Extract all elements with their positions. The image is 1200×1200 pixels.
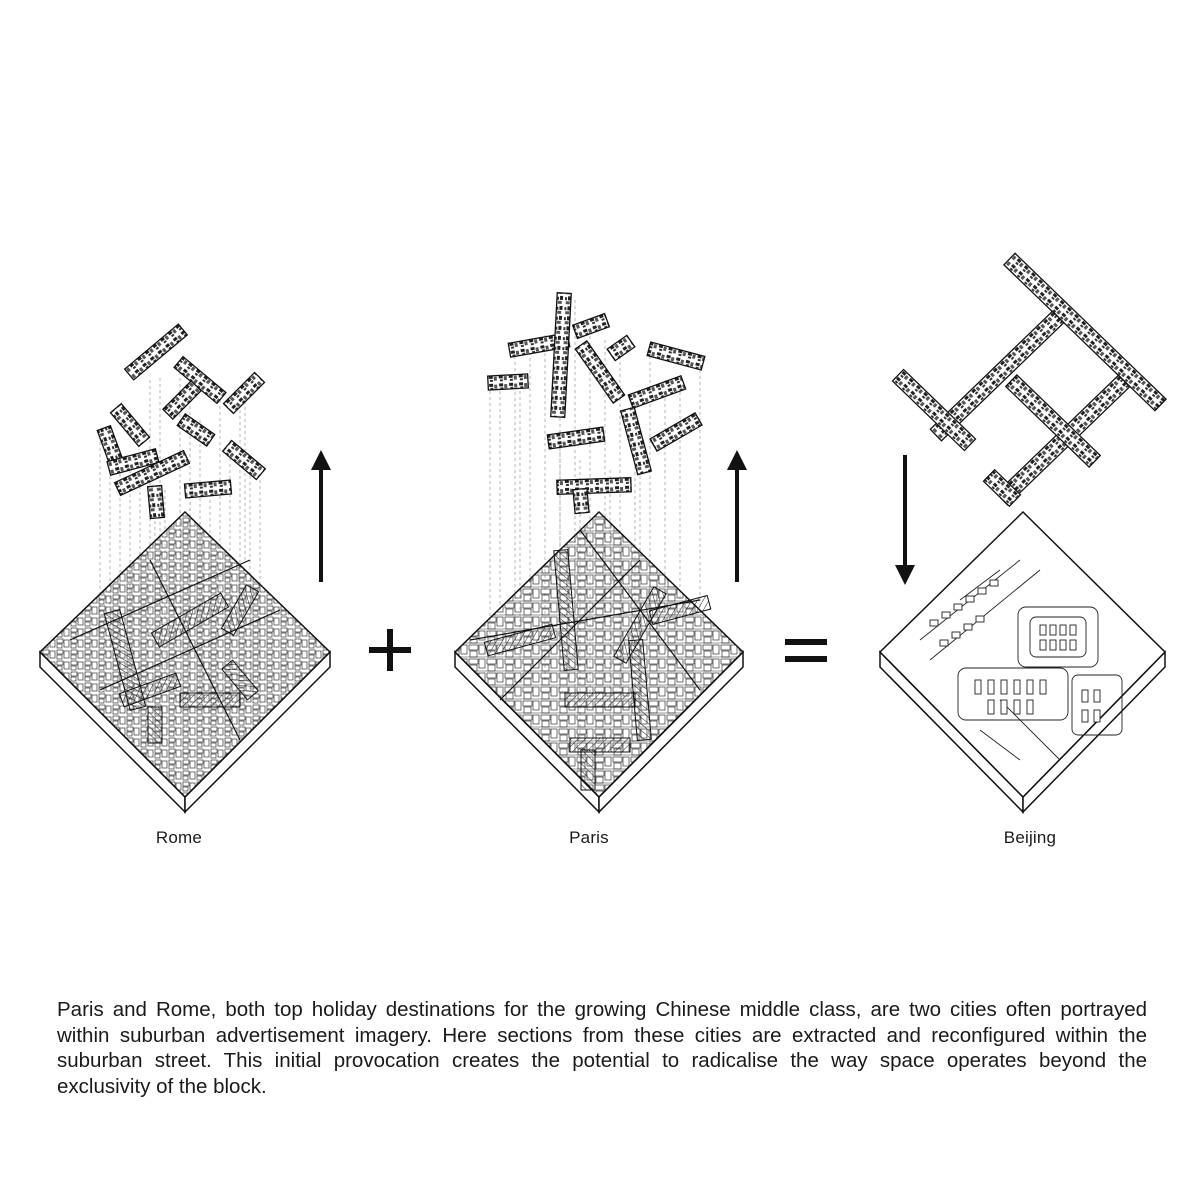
beijing-label: Beijing [1003, 828, 1057, 847]
equals-operator [785, 639, 827, 662]
rome-floating-strips [96, 323, 267, 520]
beijing-group [878, 252, 1168, 814]
caption-paragraph: Paris and Rome, both top holiday destina… [57, 998, 1147, 1098]
paris-group [453, 292, 747, 814]
paris-arrow-up-icon [727, 450, 747, 582]
rome-extracted-footprints [103, 584, 260, 744]
city-collage-diagram [38, 252, 1168, 814]
rome-group [38, 323, 332, 814]
beijing-block-map [878, 510, 1167, 799]
beijing-suburb-plan [919, 559, 1123, 761]
beijing-arrow-down-icon [895, 455, 915, 585]
rome-arrow-up-icon [311, 450, 331, 582]
plus-operator [369, 629, 411, 671]
beijing-street-grid [891, 252, 1168, 508]
paris-floating-strips [486, 292, 706, 515]
paris-extracted-footprints [483, 549, 712, 791]
rome-block-map [38, 510, 332, 799]
rome-label: Rome [155, 828, 203, 847]
paris-label: Paris [569, 828, 609, 847]
